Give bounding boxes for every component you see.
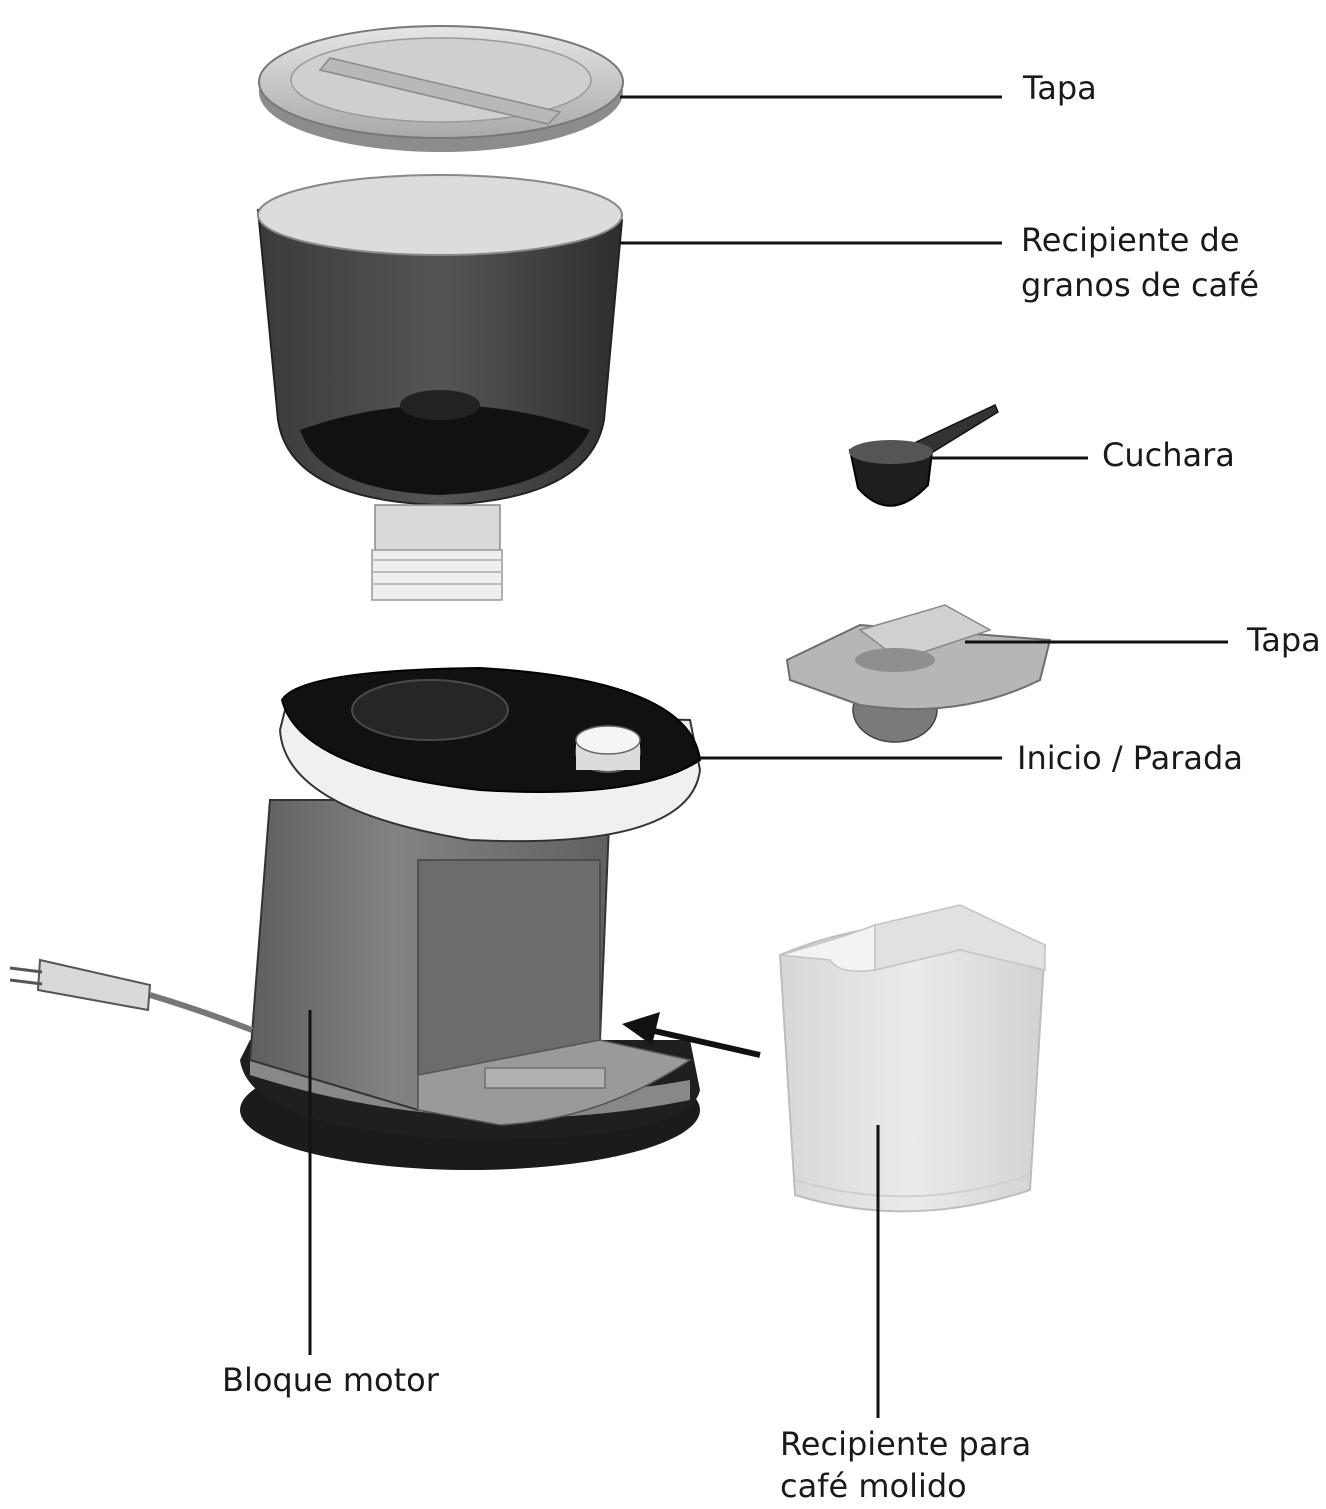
small-lid-illustration <box>785 604 1052 743</box>
label-ground-container-line1: Recipiente para <box>780 1425 1032 1463</box>
label-motor-block: Bloque motor <box>222 1361 439 1399</box>
label-tapa-top: Tapa <box>1023 69 1097 107</box>
insert-direction-arrow <box>622 1012 761 1058</box>
bean-hopper-illustration <box>256 174 624 601</box>
motor-block-illustration <box>240 666 702 1170</box>
label-tapa-small: Tapa <box>1247 621 1321 659</box>
power-cord-illustration <box>9 958 254 1033</box>
label-start-stop: Inicio / Parada <box>1017 739 1243 777</box>
spoon-illustration <box>848 403 999 507</box>
label-spoon: Cuchara <box>1102 436 1235 474</box>
label-bean-hopper-line1: Recipiente de <box>1021 221 1240 259</box>
top-lid-illustration <box>258 25 624 152</box>
ground-coffee-container-illustration <box>778 904 1047 1213</box>
label-bean-hopper-line2: granos de café <box>1021 266 1260 304</box>
label-ground-container-line2: café molido <box>780 1467 967 1505</box>
